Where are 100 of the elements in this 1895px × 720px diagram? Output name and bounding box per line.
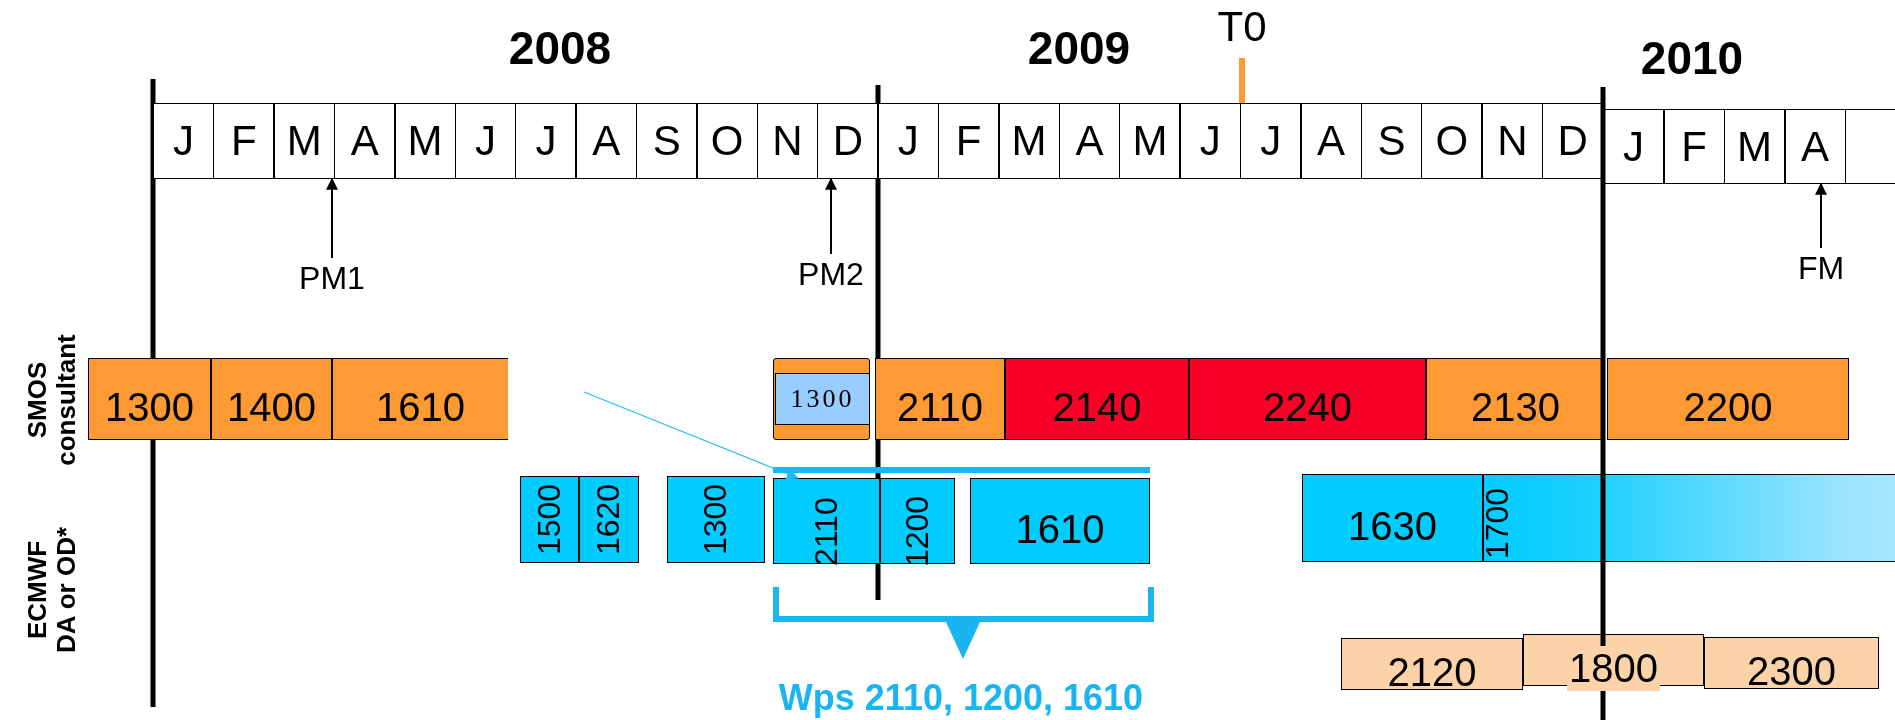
box-label: 1700	[1479, 487, 1517, 560]
work-package-box	[332, 358, 508, 440]
box-label: M	[1132, 117, 1168, 165]
arrow	[583, 391, 799, 480]
box-label: J	[475, 117, 496, 165]
box-label: 2110	[897, 384, 983, 430]
box-label: 2120	[1387, 649, 1477, 695]
work-package-box	[875, 358, 1005, 440]
box-label: F	[955, 117, 982, 165]
box-label: 1610	[376, 384, 465, 430]
work-package-box	[1341, 638, 1523, 690]
month-cell	[575, 103, 637, 179]
work-package-box	[775, 373, 870, 425]
work-package-box	[667, 476, 765, 563]
month-cell	[817, 103, 879, 179]
month-cell	[757, 103, 818, 179]
year-label: 2010	[1640, 31, 1744, 85]
box-label: J	[535, 117, 557, 165]
box-label: 1300	[790, 384, 855, 414]
box-label: J	[1623, 122, 1644, 171]
year-label: 2008	[508, 21, 612, 75]
box-label: F	[1681, 122, 1707, 171]
row-label: ECMWF DA or OD*	[23, 525, 81, 656]
box-label: 1800	[1567, 645, 1660, 691]
box-label: FM	[1797, 249, 1845, 287]
box-label: 1620	[590, 483, 628, 556]
annotation-text: Wps 2110, 1200, 1610	[778, 677, 1144, 719]
month-cell	[273, 103, 335, 179]
work-package-bar	[773, 358, 870, 440]
box-label: 1400	[227, 384, 316, 430]
box-label: 2110	[808, 496, 845, 566]
month-cell	[334, 103, 396, 179]
box-label: 1630	[1348, 503, 1437, 549]
box-label: N	[772, 117, 803, 165]
arrow	[1815, 182, 1827, 249]
month-cell	[394, 103, 456, 179]
box-label: 2200	[1683, 384, 1773, 430]
month-cell	[1361, 103, 1422, 179]
box-label: PM1	[299, 259, 365, 297]
box-label: A	[1317, 117, 1346, 165]
box-label: PM2	[798, 255, 864, 293]
work-package-box	[970, 478, 1150, 564]
work-package-box	[1607, 358, 1849, 440]
box-label: A	[1801, 122, 1829, 171]
box-label: F	[231, 117, 257, 165]
box-label: 1610	[1015, 506, 1105, 552]
milestone-label: T0	[1217, 3, 1267, 51]
box-label: N	[1497, 117, 1528, 165]
box-label: J	[1260, 117, 1282, 165]
box-label: J	[897, 117, 919, 165]
month-cell	[213, 103, 275, 179]
month-cell	[877, 103, 939, 179]
month-cell	[1663, 109, 1725, 184]
arrow	[326, 177, 338, 259]
box-label: 1300	[697, 483, 735, 556]
month-cell	[1724, 109, 1785, 184]
box-label: M	[1011, 117, 1047, 165]
box-label: J	[1199, 117, 1221, 165]
month-cell	[1421, 103, 1483, 179]
box-label: O	[710, 117, 744, 165]
box-label: 1300	[105, 384, 194, 430]
work-package-box	[1483, 474, 1895, 562]
box-label: M	[1737, 122, 1772, 171]
empty-month-cell	[1845, 109, 1895, 184]
arrow	[825, 177, 837, 255]
work-package-box	[880, 478, 955, 564]
box-label: M	[286, 117, 322, 165]
year-label: 2009	[1027, 21, 1131, 75]
month-cell	[455, 103, 516, 179]
month-cell	[153, 103, 214, 179]
work-package-box	[1189, 358, 1426, 440]
box-label: O	[1435, 117, 1469, 165]
box-label: M	[407, 117, 443, 165]
box-label: 2130	[1471, 384, 1560, 430]
month-cell	[1784, 109, 1846, 184]
month-cell	[1179, 103, 1241, 179]
work-package-box	[1704, 637, 1879, 689]
month-cell	[1603, 109, 1664, 184]
month-cell	[1119, 103, 1181, 179]
box-label: A	[350, 117, 379, 165]
box-label: 1500	[531, 483, 568, 556]
work-package-box	[1005, 358, 1189, 440]
box-label: D	[832, 117, 864, 165]
month-cell	[1059, 103, 1120, 179]
month-cell	[938, 103, 1000, 179]
work-package-box	[579, 476, 639, 563]
work-package-box	[211, 358, 332, 440]
box-label: S	[1377, 117, 1406, 165]
month-cell	[696, 103, 758, 179]
work-package-box	[773, 478, 880, 564]
row-label: SMOS consultant	[23, 333, 81, 468]
month-cell	[636, 103, 698, 179]
work-package-box	[88, 358, 211, 440]
box-label: J	[173, 117, 194, 165]
box-label: D	[1557, 117, 1588, 165]
month-cell	[998, 103, 1060, 179]
box-label: 2140	[1052, 384, 1142, 430]
month-cell	[1542, 103, 1604, 179]
box-label: A	[1075, 117, 1104, 165]
box-label: 1200	[899, 495, 936, 567]
